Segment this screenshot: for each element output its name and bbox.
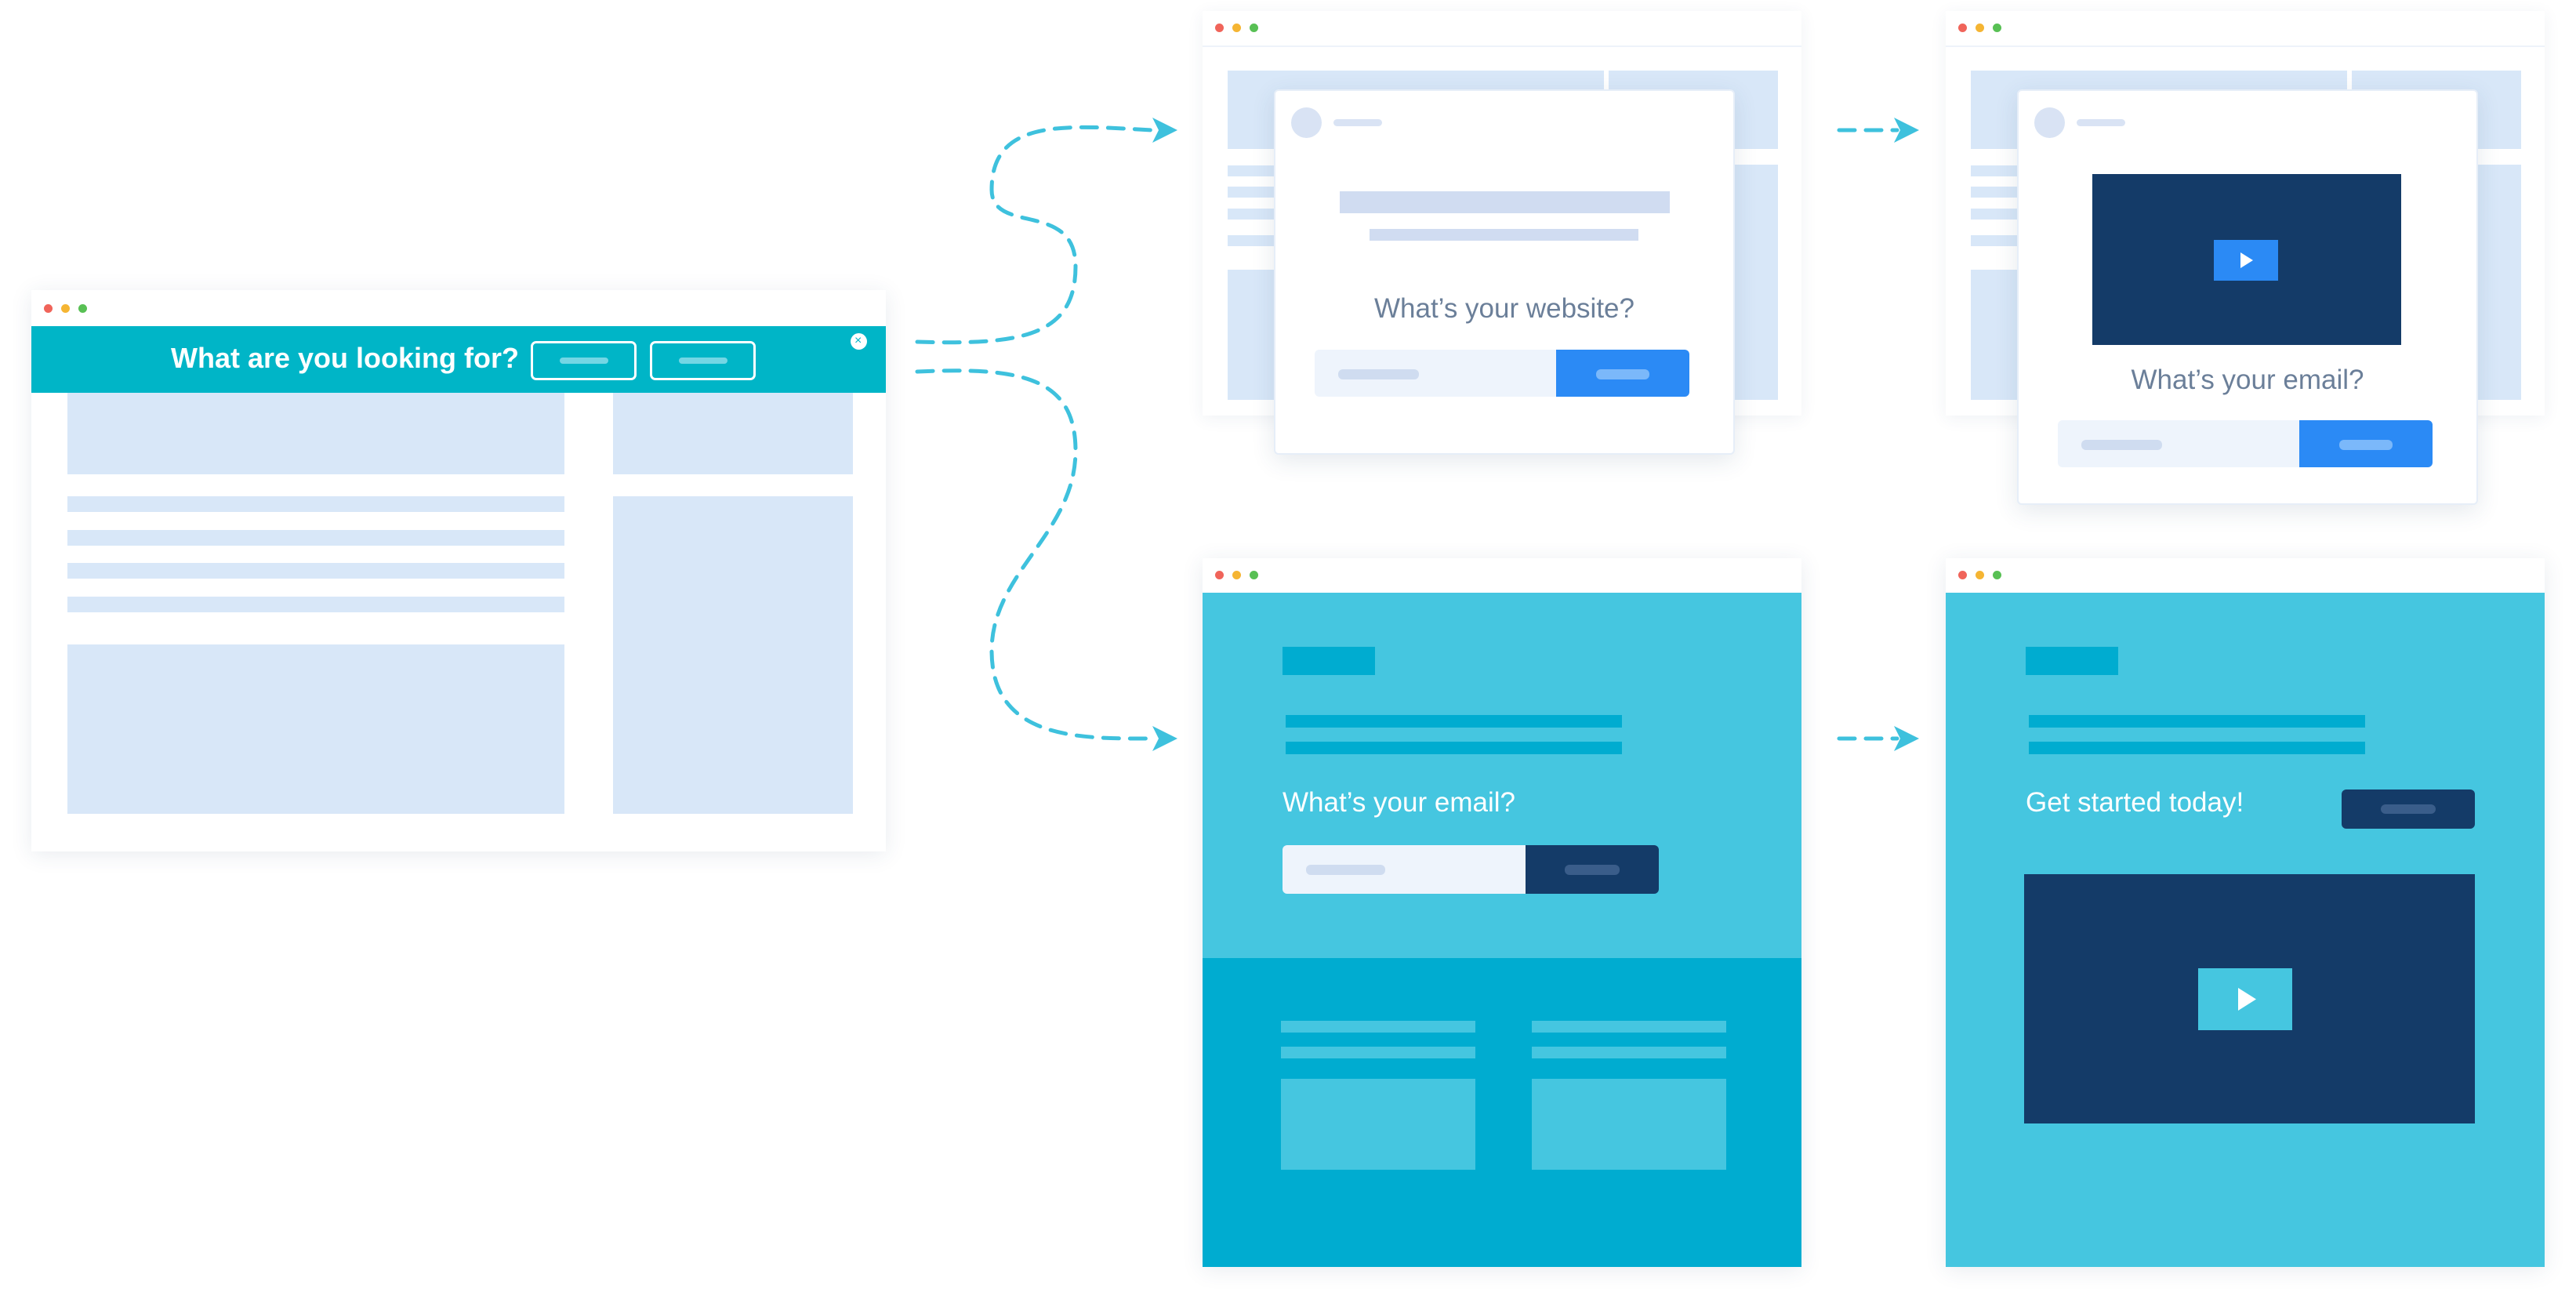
features-section: [1203, 958, 1801, 1267]
email-landing-browser-window: What’s your email?: [1203, 558, 1801, 1267]
arrowhead: [1152, 726, 1177, 751]
headline-line: [1286, 742, 1622, 754]
headline-line: [1286, 715, 1622, 728]
avatar: [1291, 107, 1322, 138]
email-input[interactable]: [2058, 420, 2299, 467]
text-line: [67, 496, 564, 512]
email-input[interactable]: [1283, 845, 1526, 894]
source-browser-window: What are you looking for? ×: [31, 290, 886, 851]
close-dot: [1958, 24, 1967, 32]
subheadline-bar: [1370, 229, 1638, 241]
headline-line: [2029, 742, 2365, 754]
banner-question: What are you looking for?: [171, 342, 520, 374]
play-icon: [2238, 988, 2256, 1011]
website-submit-button[interactable]: [1556, 350, 1689, 397]
maximize-dot: [1993, 571, 2001, 579]
logo-block: [2026, 647, 2118, 675]
close-icon: ×: [854, 334, 862, 347]
feature-line: [1532, 1021, 1726, 1033]
video-player[interactable]: [2092, 174, 2401, 345]
hero-section: What’s your email?: [1203, 593, 1801, 958]
email-question: What’s your email?: [1283, 787, 1515, 818]
arrowhead: [1894, 118, 1919, 143]
feature-line: [1532, 1047, 1726, 1058]
email-submit-button[interactable]: [2299, 420, 2433, 467]
video-landing-browser-window: Get started today!: [1946, 558, 2545, 1267]
feature-line: [1281, 1047, 1475, 1058]
close-dot: [44, 304, 53, 313]
email-submit-button[interactable]: [1526, 845, 1659, 894]
author-line: [1333, 119, 1382, 126]
video-popup-modal: What’s your email?: [2017, 89, 2478, 505]
cta-text: Get started today!: [2026, 787, 2244, 818]
maximize-dot: [1993, 24, 2001, 32]
logo-block: [1283, 647, 1375, 675]
arrow-path-to-email-landing: [915, 368, 1155, 741]
banner-option-button-1[interactable]: [531, 341, 637, 380]
website-question: What’s your website?: [1373, 293, 1634, 324]
play-button[interactable]: [2214, 240, 2278, 281]
email-question: What’s your email?: [2131, 365, 2364, 395]
maximize-dot: [1250, 24, 1258, 32]
minimize-dot: [1976, 571, 1984, 579]
close-dot: [1958, 571, 1967, 579]
text-line: [67, 597, 564, 612]
sidebar-block: [613, 496, 853, 814]
feature-line: [1281, 1021, 1475, 1033]
headline-bar: [1340, 191, 1670, 213]
minimize-dot: [1232, 24, 1241, 32]
arrowhead: [1894, 726, 1919, 751]
headline-line: [2029, 715, 2365, 728]
website-input[interactable]: [1315, 350, 1556, 397]
image-block: [67, 644, 564, 814]
content-block: [67, 393, 564, 474]
arrow-path-to-website-popup: [915, 125, 1155, 345]
feature-image: [1281, 1079, 1475, 1170]
avatar: [2034, 107, 2065, 138]
sidebar-block: [613, 393, 853, 474]
close-dot: [1215, 24, 1224, 32]
notification-banner: What are you looking for? ×: [31, 326, 886, 393]
minimize-dot: [1232, 571, 1241, 579]
video-player[interactable]: [2024, 874, 2475, 1123]
arrowhead: [1152, 118, 1177, 143]
maximize-dot: [78, 304, 87, 313]
banner-option-button-2[interactable]: [650, 341, 756, 380]
close-dot: [1215, 571, 1224, 579]
maximize-dot: [1250, 571, 1258, 579]
text-line: [67, 563, 564, 579]
banner-close-button[interactable]: ×: [851, 333, 867, 350]
landing-section: Get started today!: [1946, 593, 2545, 1267]
website-popup-modal: What’s your website?: [1274, 89, 1735, 455]
cta-button[interactable]: [2342, 789, 2475, 829]
minimize-dot: [61, 304, 70, 313]
play-button[interactable]: [2198, 968, 2292, 1030]
minimize-dot: [1976, 24, 1984, 32]
play-icon: [2240, 252, 2253, 268]
text-line: [67, 530, 564, 546]
author-line: [2077, 119, 2125, 126]
feature-image: [1532, 1079, 1726, 1170]
